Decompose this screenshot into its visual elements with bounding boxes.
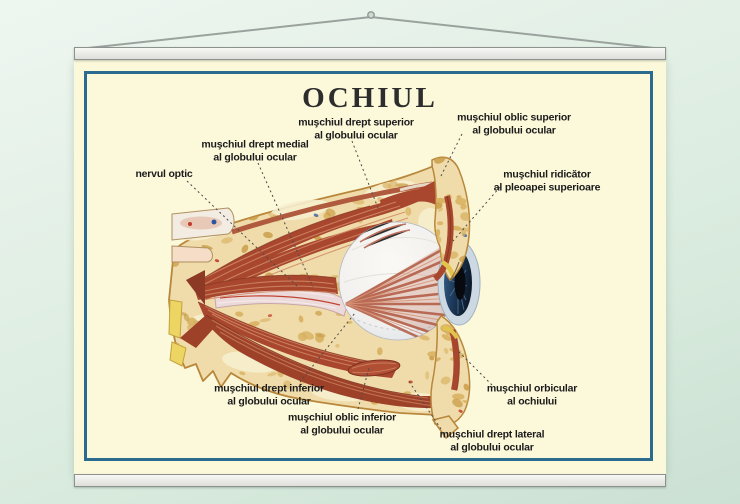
- label-muschiul-drept-superior: muşchiul drept superior al globului ocul…: [298, 117, 414, 142]
- label-line: al globului ocular: [300, 424, 384, 436]
- label-line: al globului ocular: [213, 151, 297, 163]
- label-nervul-optic: nervul optic: [135, 168, 192, 181]
- label-line: al ochiului: [507, 395, 557, 407]
- label-line: al globului ocular: [450, 441, 534, 453]
- poster-rail-top: [74, 47, 666, 60]
- label-line: muşchiul drept inferior: [214, 382, 324, 395]
- label-muschiul-ridicator: muşchiul ridicător al pleoapei superioar…: [493, 168, 601, 194]
- label-line: muşchiul oblic inferior: [288, 411, 396, 424]
- label-line: al pleoapei superioare: [493, 181, 601, 193]
- label-line: al globului ocular: [314, 129, 398, 141]
- label-muschiul-oblic-inferior: muşchiul oblic inferior al globului ocul…: [288, 412, 396, 437]
- label-muschiul-drept-inferior: muşchiul drept inferior al globului ocul…: [214, 383, 324, 408]
- label-muschiul-oblic-superior: muşchiul oblic superior al globului ocul…: [457, 112, 571, 137]
- label-line: nervul optic: [135, 167, 193, 180]
- label-muschiul-orbicular: muşchiul orbicular al ochiului: [486, 382, 578, 408]
- label-line: al globului ocular: [472, 124, 556, 136]
- hanger-string: [78, 11, 664, 50]
- label-line: muşchiul drept lateral: [439, 428, 545, 441]
- label-line: muşchiul orbicular: [486, 382, 578, 395]
- label-muschiul-drept-medial: muşchiul drept medial al globului ocular: [201, 139, 308, 164]
- poster-title: OCHIUL: [302, 82, 438, 114]
- hanger-ring: [367, 11, 375, 19]
- label-muschiul-drept-lateral: muşchiul drept lateral al globului ocula…: [440, 429, 545, 454]
- label-line: muşchiul drept superior: [298, 116, 414, 129]
- label-line: al globului ocular: [227, 395, 311, 407]
- label-line: muşchiul oblic superior: [457, 111, 571, 124]
- label-line: muşchiul ridicător: [503, 168, 591, 181]
- label-line: muşchiul drept medial: [201, 138, 309, 151]
- poster-rail-bottom: [74, 474, 666, 487]
